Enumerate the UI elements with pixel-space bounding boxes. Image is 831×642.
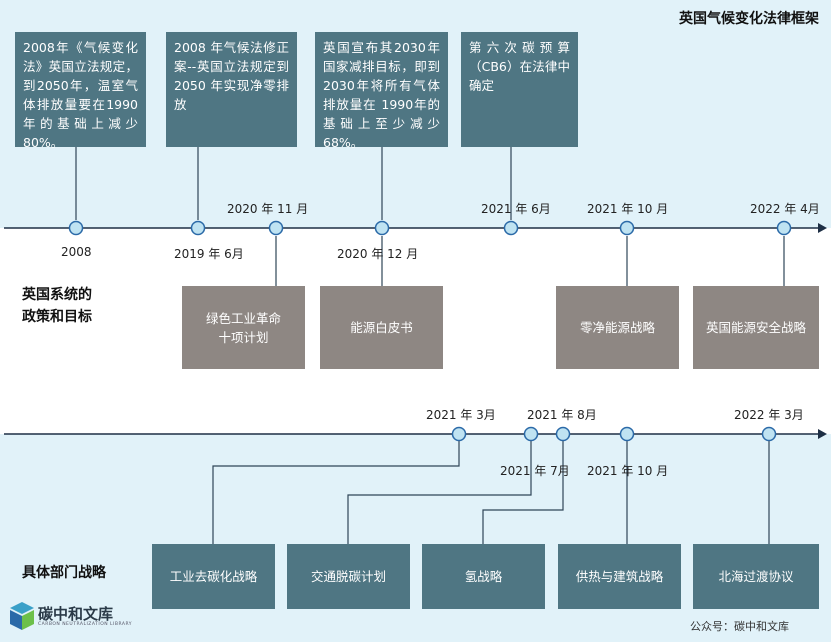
date-label: 2021 年 8月 — [527, 408, 597, 422]
sector-event-box: 北海过渡协议 — [693, 544, 819, 609]
axis-arrow-bottom-icon — [818, 429, 827, 439]
sector-event-box: 供热与建筑战略 — [558, 544, 681, 609]
timeline-node — [268, 220, 284, 236]
section-label-policy: 英国系统的 政策和目标 — [22, 284, 92, 328]
logo-subtitle: CARBON NEUTRALIZATION LIBRARY — [38, 622, 133, 627]
date-label: 2021 年 10 月 — [587, 464, 669, 478]
timeline-node — [619, 426, 635, 442]
date-label: 2020 年 12 月 — [337, 247, 419, 261]
footer-credit: 公众号：碳中和文库 — [690, 620, 789, 633]
axis-arrow-top-icon — [818, 223, 827, 233]
date-label: 2021 年 6月 — [481, 202, 551, 216]
timeline-node — [451, 426, 467, 442]
policy-event-box: 绿色工业革命十项计划 — [182, 286, 305, 369]
timeline-node — [776, 220, 792, 236]
timeline-node — [523, 426, 539, 442]
date-label: 2008 — [61, 245, 92, 259]
timeline-node — [619, 220, 635, 236]
timeline-node — [503, 220, 519, 236]
page-title: 英国气候变化法律框架 — [679, 11, 819, 27]
timeline-node — [761, 426, 777, 442]
law-event-box: 英国宣布其2030年国家减排目标，即到2030年将所有气体排放量在 1990年的… — [315, 32, 448, 150]
law-event-box: 第六次碳预算（CB6）在法律中确定 — [461, 32, 578, 147]
timeline-node — [68, 220, 84, 236]
date-label: 2021 年 3月 — [426, 408, 496, 422]
section-label-policy-line: 政策和目标 — [22, 309, 92, 325]
section-label-policy-line: 英国系统的 — [22, 287, 92, 303]
sector-event-box: 交通脱碳计划 — [287, 544, 410, 609]
connector — [482, 441, 564, 544]
sector-event-box: 氢战略 — [422, 544, 545, 609]
date-label: 2021 年 10 月 — [587, 202, 669, 216]
date-label: 2020 年 11 月 — [227, 202, 309, 216]
connector — [212, 441, 460, 544]
timeline-node — [555, 426, 571, 442]
law-event-box: 2008年《气候变化法》英国立法规定，到2050年，温室气体排放量要在1990年… — [15, 32, 146, 150]
logo-name: 碳中和文库 — [38, 605, 114, 623]
section-label-sector: 具体部门战略 — [22, 565, 106, 581]
connector — [347, 441, 532, 544]
background-band-bottom — [0, 434, 831, 642]
policy-event-box: 英国能源安全战略 — [693, 286, 819, 369]
date-label: 2019 年 6月 — [174, 247, 244, 261]
date-label: 2022 年 3月 — [734, 408, 804, 422]
timeline-node — [190, 220, 206, 236]
date-label: 2021 年 7月 — [500, 464, 570, 478]
date-label: 2022 年 4月 — [750, 202, 820, 216]
sector-event-box: 工业去碳化战略 — [152, 544, 275, 609]
policy-event-box: 能源白皮书 — [320, 286, 443, 369]
logo-icon — [10, 602, 34, 630]
policy-event-box: 零净能源战略 — [556, 286, 679, 369]
timeline-node — [374, 220, 390, 236]
law-event-box: 2008 年气候法修正案--英国立法规定到 2050 年实现净零排放 — [166, 32, 297, 147]
